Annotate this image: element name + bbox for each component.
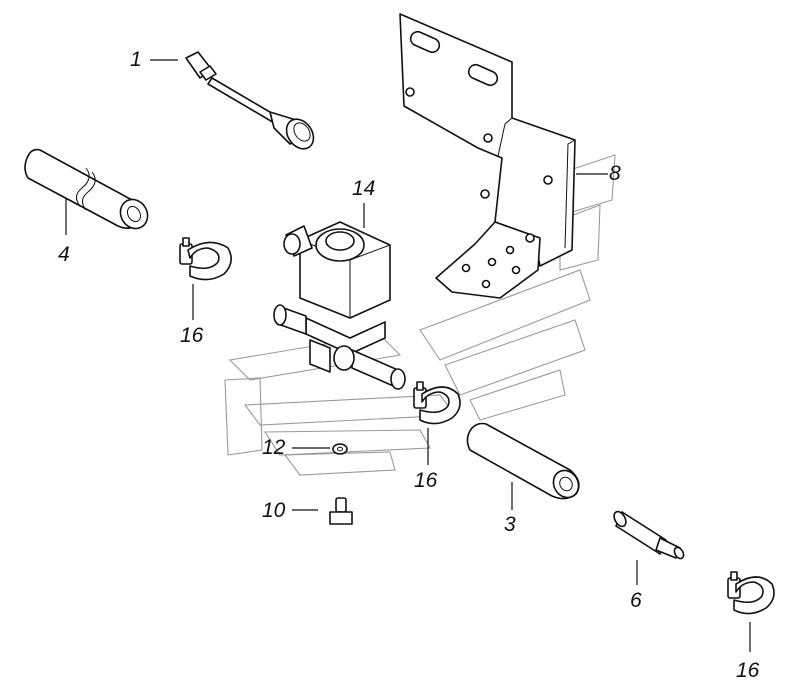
callout-3: 3 <box>504 513 516 536</box>
part-12-washer <box>332 443 348 455</box>
part-4-hose <box>24 148 149 230</box>
callout-14: 14 <box>352 177 376 200</box>
callout-16-a: 16 <box>180 324 204 347</box>
callout-12: 12 <box>262 436 286 459</box>
callout-4: 4 <box>58 243 70 266</box>
part-16-clamp-b <box>413 381 461 425</box>
callout-8: 8 <box>609 162 621 185</box>
part-3-hose <box>466 422 580 500</box>
callout-16-b: 16 <box>414 469 438 492</box>
callout-16-c: 16 <box>736 659 760 682</box>
part-1-cable-connector <box>185 51 315 150</box>
part-16-clamp-c <box>727 571 775 615</box>
part-10-bolt <box>329 497 353 525</box>
part-14-valve <box>273 221 406 390</box>
part-6-fitting <box>613 510 685 560</box>
part-16-clamp-a <box>179 237 232 281</box>
part-8-bracket <box>399 13 576 299</box>
callout-1: 1 <box>130 48 142 71</box>
leader-lines <box>65 59 751 652</box>
callout-6: 6 <box>630 589 642 612</box>
callout-10: 10 <box>262 499 286 522</box>
